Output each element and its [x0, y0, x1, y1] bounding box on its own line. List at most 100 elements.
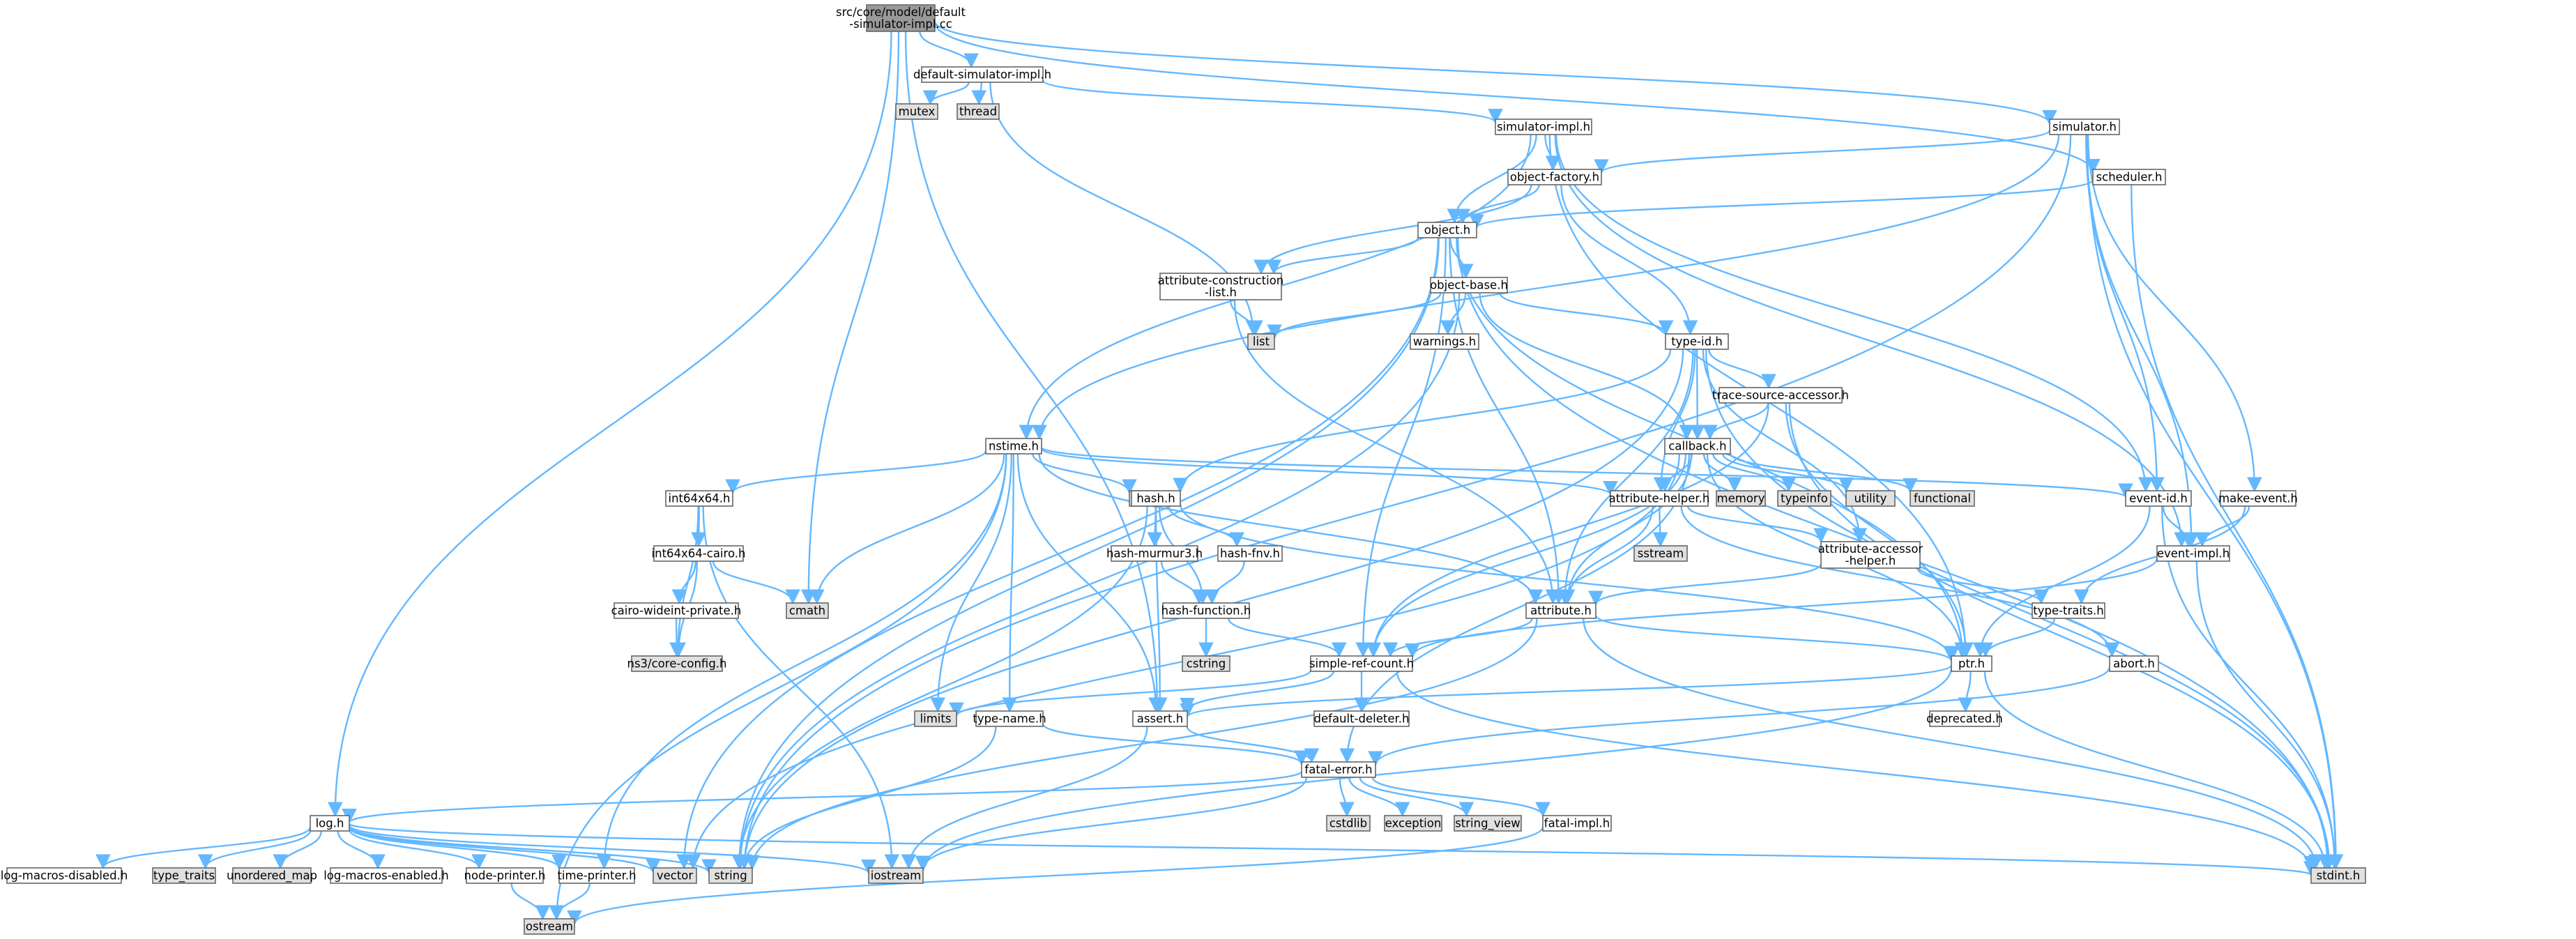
node-attribute-construction-list.h[interactable]: attribute-construction-list.h	[1158, 273, 1284, 300]
node-object-factory.h[interactable]: object-factory.h	[1507, 169, 1602, 185]
node-type-traits.h[interactable]: type-traits.h	[2032, 602, 2105, 619]
node-event-id.h[interactable]: event-id.h	[2125, 490, 2192, 507]
node-box	[613, 602, 739, 619]
node-label: make-event.h	[2218, 492, 2298, 505]
node-log.h[interactable]: log.h	[310, 815, 350, 832]
node-string_view: string_view	[1454, 815, 1522, 832]
node-event-impl.h[interactable]: event-impl.h	[2156, 545, 2230, 562]
node-box	[2125, 490, 2192, 507]
node-make-event.h[interactable]: make-event.h	[2218, 490, 2298, 507]
node-box	[665, 490, 733, 507]
node-box	[1410, 333, 1479, 350]
node-box	[1111, 545, 1198, 562]
node-label: callback.h	[1668, 440, 1726, 453]
node-int64x64-cairo.h[interactable]: int64x64-cairo.h	[652, 545, 746, 562]
node-attribute-accessor-helper.h[interactable]: attribute-accessor-helper.h	[1818, 541, 1923, 569]
node-attribute.h[interactable]: attribute.h	[1525, 602, 1596, 619]
node-log-macros-disabled.h[interactable]: log-macros-disabled.h	[1, 867, 128, 884]
edge-root-to-simulator.h	[933, 21, 2057, 125]
node-type-id.h[interactable]: type-id.h	[1665, 333, 1729, 350]
edge-type-id.h-to-callback.h	[1690, 349, 1705, 441]
node-box	[975, 710, 1044, 727]
node-simulator.h[interactable]: simulator.h	[2049, 119, 2120, 135]
node-box	[1542, 815, 1612, 832]
node-box	[466, 867, 544, 884]
edge-root-to-assert.h	[904, 31, 1165, 713]
node-time-printer.h[interactable]: time-printer.h	[557, 867, 637, 884]
node-box	[2092, 169, 2166, 185]
node-box	[957, 103, 1000, 120]
node-box	[1313, 710, 1410, 727]
edge-nstime.h-to-assert.h	[1016, 453, 1164, 713]
node-box	[2220, 490, 2296, 507]
node-simulator-impl.h[interactable]: simulator-impl.h	[1495, 119, 1592, 135]
node-cairo-wideint-private.h[interactable]: cairo-wideint-private.h	[611, 602, 742, 619]
node-callback.h[interactable]: callback.h	[1664, 438, 1731, 455]
node-box	[1525, 602, 1596, 619]
edge-int64x64-cairo.h-to-cmath	[712, 560, 800, 605]
node-label: hash-function.h	[1161, 604, 1251, 618]
edge-fatal-error.h-to-string_view	[1359, 777, 1474, 818]
node-label: cstdlib	[1329, 817, 1367, 830]
node-label: type_traits	[153, 869, 215, 883]
node-box	[921, 66, 1044, 83]
node-scheduler.h[interactable]: scheduler.h	[2092, 169, 2166, 185]
node-attribute-helper.h[interactable]: attribute-helper.h	[1609, 490, 1710, 507]
node-label: -simulator-impl.cc	[849, 17, 952, 31]
node-fatal-error.h[interactable]: fatal-error.h	[1301, 761, 1376, 778]
edge-default-simulator-impl.h-to-simulator-impl.h	[1042, 79, 1503, 124]
node-hash-function.h[interactable]: hash-function.h	[1161, 602, 1251, 619]
node-warnings.h[interactable]: warnings.h	[1410, 333, 1479, 350]
edge-type-name.h-to-fatal-error.h	[1042, 723, 1309, 765]
edge-object-factory.h-to-attribute-construction-list.h	[1253, 184, 1532, 275]
edge-object.h-to-vector	[676, 237, 1439, 870]
node-trace-source-accessor.h[interactable]: trace-source-accessor.h	[1712, 387, 1849, 404]
node-object-base.h[interactable]: object-base.h	[1430, 277, 1508, 293]
node-hash.h[interactable]: hash.h	[1131, 490, 1181, 507]
node-box	[1718, 387, 1843, 404]
edge-simulator.h-to-event-impl.h	[2085, 134, 2199, 548]
node-label: hash.h	[1136, 492, 1175, 505]
node-label: iostream	[871, 869, 922, 883]
node-int64x64.h[interactable]: int64x64.h	[665, 490, 733, 507]
node-box	[653, 545, 744, 562]
edge-attribute.h-to-string	[745, 618, 1538, 871]
node-default-simulator-impl.h[interactable]: default-simulator-impl.h	[913, 66, 1051, 83]
node-box	[1162, 602, 1250, 619]
edge-scheduler.h-to-object.h	[1469, 178, 2094, 229]
node-node-printer.h[interactable]: node-printer.h	[464, 867, 546, 884]
node-hash-fnv.h[interactable]: hash-fnv.h	[1217, 545, 1283, 562]
node-box	[330, 867, 443, 884]
node-deprecated.h[interactable]: deprecated.h	[1926, 710, 2003, 727]
node-hash-murmur3.h[interactable]: hash-murmur3.h	[1106, 545, 1203, 562]
edge-type-traits.h-to-ptr.h	[1978, 618, 2056, 658]
edge-trace-source-accessor.h-to-callback.h	[1702, 402, 1769, 441]
node-nstime.h[interactable]: nstime.h	[985, 438, 1042, 455]
edge-abort.h-to-fatal-error.h	[1368, 666, 2111, 767]
node-simple-ref-count.h[interactable]: simple-ref-count.h	[1309, 655, 1414, 672]
node-label: attribute.h	[1530, 604, 1592, 618]
node-abort.h[interactable]: abort.h	[2109, 655, 2159, 672]
node-box	[2310, 867, 2366, 884]
node-assert.h[interactable]: assert.h	[1132, 710, 1188, 727]
node-root[interactable]: src/core/model/default-simulator-impl.cc	[836, 4, 966, 32]
node-box	[1910, 490, 1975, 507]
edge-log.h-to-stdint.h	[348, 823, 2318, 877]
node-cmath: cmath	[786, 602, 829, 619]
node-object.h[interactable]: object.h	[1417, 222, 1477, 238]
node-box	[152, 867, 216, 884]
node-fatal-impl.h[interactable]: fatal-impl.h	[1542, 815, 1612, 832]
edge-attribute-accessor-helper.h-to-type-traits.h	[1916, 567, 2049, 605]
node-type-name.h[interactable]: type-name.h	[973, 710, 1046, 727]
edge-simulator.h-to-make-event.h	[2087, 134, 2262, 493]
edge-attribute-helper.h-to-attribute.h	[1560, 505, 1654, 605]
edge-fatal-error.h-to-fatal-impl.h	[1371, 777, 1550, 818]
edge-type-id.h-to-hash.h	[1173, 349, 1672, 494]
node-log-macros-enabled.h[interactable]: log-macros-enabled.h	[323, 867, 449, 884]
node-default-deleter.h[interactable]: default-deleter.h	[1313, 710, 1410, 727]
node-ptr.h[interactable]: ptr.h	[1951, 655, 1992, 672]
node-box	[1665, 333, 1729, 350]
node-label: ns3/core-config.h	[627, 657, 727, 671]
edge-fatal-error.h-to-iostream	[915, 777, 1308, 871]
edge-nstime.h-to-int64x64.h	[725, 450, 987, 495]
